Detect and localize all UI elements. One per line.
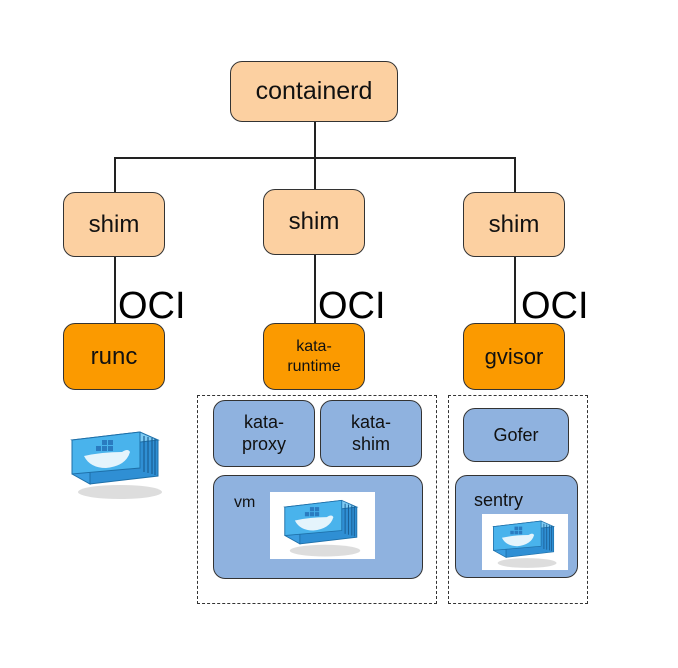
runc-node: runc <box>63 323 165 390</box>
vm-label: vm <box>234 494 256 511</box>
vm-container-image <box>270 492 375 559</box>
gvisor-node: gvisor <box>463 323 565 390</box>
vm-node: vm <box>213 475 423 579</box>
kata-runtime-node: kata- runtime <box>263 323 365 390</box>
shim-node-kata: shim <box>263 189 365 255</box>
connector-shim2-up <box>314 157 316 189</box>
sentry-label: sentry <box>474 490 524 510</box>
connector-shim3-gvisor <box>514 257 516 323</box>
sentry-node: sentry <box>455 475 578 578</box>
gvisor-sandbox-group <box>448 395 588 604</box>
connector-shim3-up <box>514 157 516 192</box>
gofer-node: Gofer <box>463 408 569 462</box>
kata-shim-label: kata- shim <box>350 411 392 454</box>
docker-container-icon <box>482 514 568 570</box>
sentry-container-image <box>482 514 568 570</box>
runc-label: runc <box>90 342 138 370</box>
kata-runtime-label: kata- runtime <box>287 338 341 375</box>
connector-shim1-runc <box>114 257 116 323</box>
docker-container-icon <box>62 422 172 502</box>
containerd-label: containerd <box>255 77 373 105</box>
docker-container-icon <box>270 492 375 559</box>
kata-proxy-label: kata- proxy <box>241 411 286 454</box>
gvisor-label: gvisor <box>484 343 544 369</box>
shim-label: shim <box>88 210 140 238</box>
oci-label-gvisor: OCI <box>521 285 589 327</box>
kata-sandbox-group <box>197 395 437 604</box>
oci-label-kata: OCI <box>318 285 386 327</box>
oci-label-runc: OCI <box>118 285 186 327</box>
shim-node-runc: shim <box>63 192 165 257</box>
containerd-node: containerd <box>230 61 398 122</box>
shim-label: shim <box>488 210 540 238</box>
shim-node-gvisor: shim <box>463 192 565 257</box>
kata-proxy-node: kata- proxy <box>213 400 315 467</box>
gofer-label: Gofer <box>493 424 539 445</box>
connector-shim1-up <box>114 157 116 192</box>
kata-shim-node: kata- shim <box>320 400 422 467</box>
connector-root-down <box>314 122 316 158</box>
shim-label: shim <box>288 208 340 235</box>
connector-shim2-kata <box>314 255 316 323</box>
